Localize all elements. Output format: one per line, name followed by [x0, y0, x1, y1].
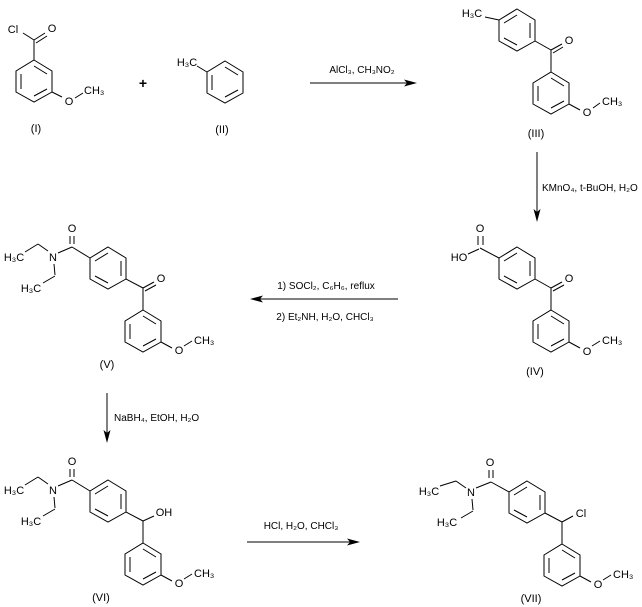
- compound-VI: H₃C H₃C N O OH O CH₃ (VI): [4, 456, 215, 604]
- reagents-step4: NaBH₄, EtOH, H₂O: [114, 413, 199, 424]
- atom-label-carbonyl-o: O: [157, 273, 166, 285]
- atom-label-methoxy-o: O: [583, 107, 592, 119]
- atom-label-ethyl1-ch3: H₃C: [419, 486, 439, 498]
- methoxyphenyl-ring: [124, 542, 162, 586]
- atom-label-acid-o: O: [476, 223, 485, 235]
- central-ring-double-bonds: [513, 486, 541, 518]
- reaction-arrow-5: HCl, H₂O, CHCl₃: [247, 521, 360, 546]
- reagents-step2: KMnO₄, t-BuOH, H₂O: [542, 183, 638, 194]
- benzene-ring: [15, 59, 53, 103]
- substituent-bonds: [196, 65, 208, 73]
- compound-label-II: (II): [215, 124, 228, 136]
- atom-label-methoxy-ch3: CH₃: [602, 335, 622, 347]
- compound-label-VI: (VI): [92, 592, 110, 604]
- reagents-step3-line1: 1) SOCl₂, C₆H₆, reflux: [277, 281, 375, 292]
- methoxyphenyl-ring-double-bonds: [537, 77, 565, 109]
- compound-label-VII: (VII): [521, 593, 542, 605]
- compound-label-IV: (IV): [526, 366, 544, 378]
- central-ring-double-bonds: [94, 252, 122, 284]
- atom-label-ethyl2-ch3: H₃C: [437, 517, 457, 529]
- reagents-step3-line2: 2) Et₂NH, H₂O, CHCl₃: [276, 312, 373, 323]
- methoxyphenyl-ring: [124, 309, 162, 353]
- atom-label-amide-o: O: [486, 457, 495, 469]
- methoxyphenyl-ring: [532, 71, 570, 115]
- atom-label-ethyl1-ch3: H₃C: [4, 252, 24, 264]
- atom-label-acid-ho: HO: [451, 252, 468, 264]
- atom-label-amide-o: O: [68, 223, 77, 235]
- methoxyphenyl-ring-double-bonds: [548, 549, 576, 581]
- atom-label-n: N: [49, 252, 57, 264]
- substituent-bonds: [484, 16, 601, 111]
- atom-label-methoxy-ch3: CH₃: [84, 85, 104, 97]
- atom-label-methoxy-ch3: CH₃: [194, 335, 214, 347]
- arrow-head: [404, 79, 417, 87]
- arrow-head: [347, 538, 360, 546]
- atom-label-methoxy-ch3: CH₃: [602, 96, 622, 108]
- compound-label-III: (III): [528, 128, 545, 140]
- atom-label-carbonyl-o: O: [48, 23, 57, 35]
- methoxyphenyl-ring-double-bonds: [129, 315, 157, 347]
- reaction-arrow-2: KMnO₄, t-BuOH, H₂O: [533, 152, 638, 222]
- compound-label-I: (I): [31, 123, 41, 135]
- atom-label-amide-o: O: [68, 456, 77, 468]
- central-ring-double-bonds: [94, 485, 122, 517]
- arrow-head: [250, 295, 263, 303]
- atom-label-oh: OH: [156, 507, 173, 519]
- substituent-bonds: [24, 469, 193, 582]
- compound-IV: O HO O O CH₃ (IV): [451, 223, 623, 378]
- substituent-bonds: [467, 236, 601, 349]
- atom-label-carbonyl-o: O: [565, 35, 574, 47]
- atom-label-methyl: H₃C: [462, 8, 482, 20]
- compound-VII: H₃C H₃C N O Cl O CH₃ (VII): [419, 457, 634, 605]
- compound-III: H₃C O O CH₃ (III): [462, 8, 623, 140]
- reaction-arrow-1: AlCl₃, CH₃NO₂: [310, 65, 417, 87]
- compound-I: Cl O O CH₃ (I): [8, 23, 105, 135]
- central-ring-double-bonds: [503, 252, 531, 284]
- atom-label-methoxy-o: O: [65, 96, 74, 108]
- atom-label-methyl: H₃C: [177, 57, 197, 69]
- arrow-head: [533, 209, 541, 222]
- reaction-arrow-3: 1) SOCl₂, C₆H₆, reflux 2) Et₂NH, H₂O, CH…: [250, 281, 398, 323]
- compound-label-V: (V): [100, 359, 115, 371]
- compound-V: H₃C H₃C N O O O CH₃ (V): [4, 223, 215, 371]
- compound-II: H₃C (II): [177, 57, 244, 136]
- methoxyphenyl-ring: [532, 309, 570, 353]
- atom-label-n: N: [49, 485, 57, 497]
- reagents-step1: AlCl₃, CH₃NO₂: [329, 65, 394, 76]
- methoxyphenyl-ring-double-bonds: [129, 548, 157, 580]
- reagents-step5: HCl, H₂O, CHCl₃: [264, 521, 339, 532]
- atom-label-cl: Cl: [8, 24, 18, 36]
- atom-label-methoxy-ch3: CH₃: [613, 569, 633, 581]
- atom-label-n: N: [467, 487, 475, 499]
- atom-label-cl: Cl: [576, 508, 586, 520]
- plus-sign: +: [139, 75, 147, 91]
- tolyl-ring-double-bonds: [503, 14, 531, 46]
- substituent-bonds: [24, 236, 193, 349]
- atom-label-ethyl2-ch3: H₃C: [21, 283, 41, 295]
- arrow-head: [103, 430, 111, 443]
- atom-label-methoxy-o: O: [175, 345, 184, 357]
- atom-label-carbonyl-o: O: [565, 273, 574, 285]
- atom-label-methoxy-o: O: [175, 578, 184, 590]
- atom-label-methoxy-o: O: [594, 579, 603, 591]
- substituent-bonds: [22, 32, 84, 99]
- ring-double-bonds: [20, 65, 48, 97]
- ring-double-bonds: [211, 66, 239, 98]
- atom-label-ethyl1-ch3: H₃C: [4, 485, 24, 497]
- substituent-bonds: [439, 470, 612, 583]
- atom-label-ethyl2-ch3: H₃C: [21, 516, 41, 528]
- atom-label-methoxy-ch3: CH₃: [194, 568, 214, 580]
- methoxyphenyl-ring-double-bonds: [537, 315, 565, 347]
- reaction-arrow-4: NaBH₄, EtOH, H₂O: [103, 393, 199, 443]
- atom-label-methoxy-o: O: [583, 346, 592, 358]
- methoxyphenyl-ring: [543, 543, 581, 587]
